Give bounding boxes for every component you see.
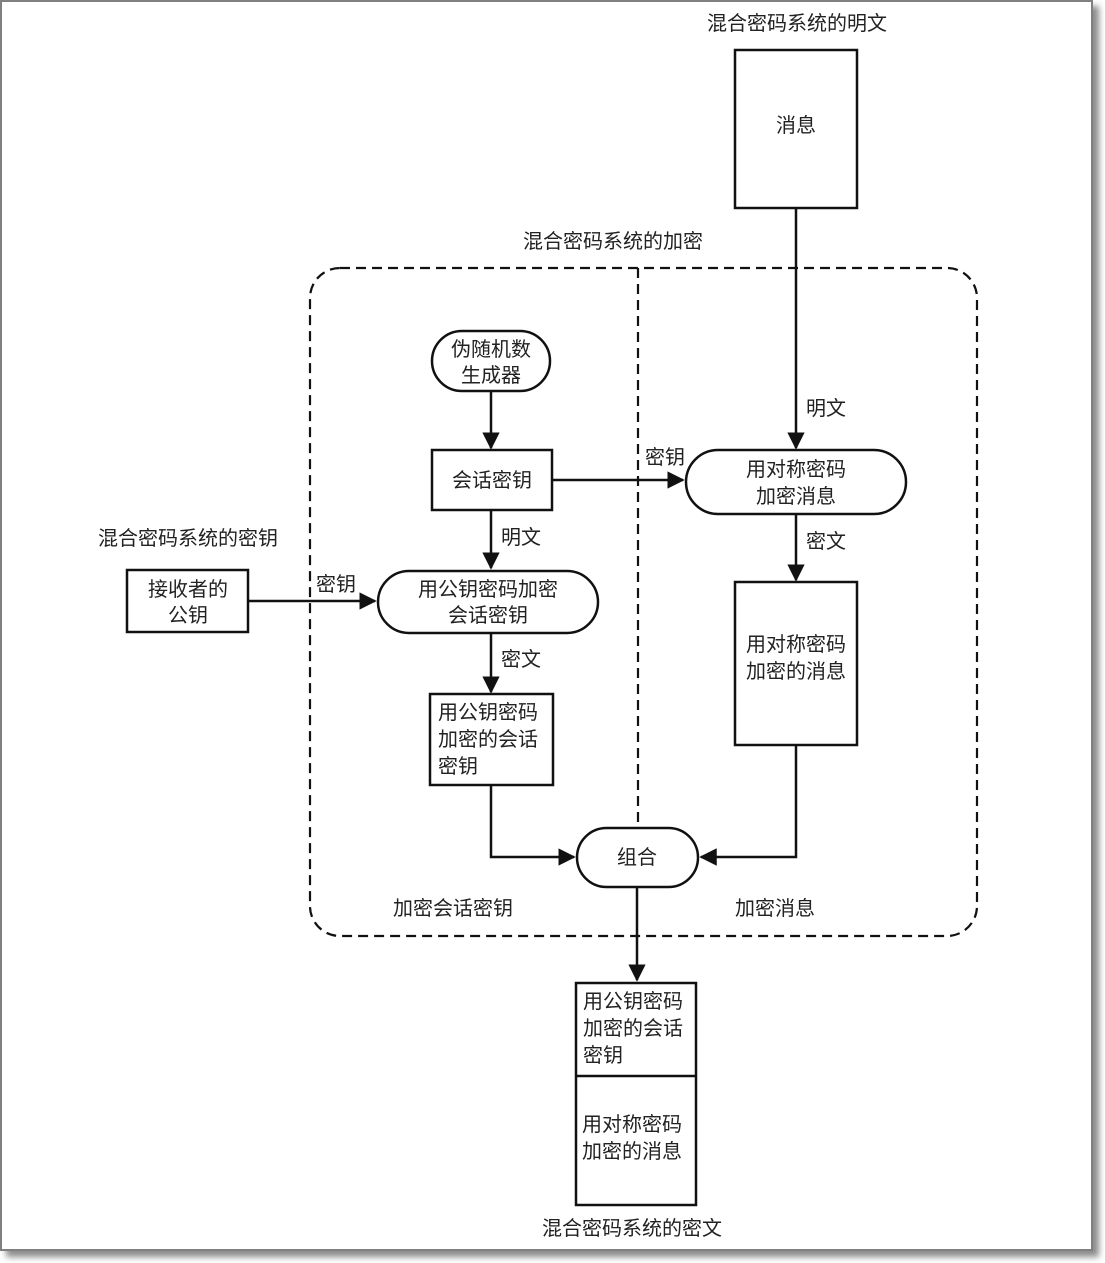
prng-label-line1: 伪随机数	[451, 337, 531, 361]
sym-encrypted-msg-box	[733, 580, 859, 747]
pub-encrypt-line1: 用公钥密码加密	[418, 577, 558, 601]
message-label: 消息	[776, 113, 816, 137]
receiver-pubkey-box	[125, 568, 250, 634]
edge-label-key-to-pub: 密钥	[316, 572, 356, 596]
pub-encrypt-line2: 会话密钥	[448, 603, 528, 627]
encryption-region-title: 混合密码系统的加密	[523, 229, 703, 253]
pub-encrypted-key-line3: 密钥	[438, 754, 478, 778]
arrow-key-to-combine	[489, 785, 576, 866]
output-box	[574, 981, 698, 1207]
edge-label-key-to-sym: 密钥	[645, 445, 685, 469]
combine-label: 组合	[617, 845, 657, 869]
sym-encrypted-msg-line1: 用对称密码	[746, 632, 846, 656]
edge-label-plaintext-left: 明文	[501, 525, 541, 549]
output-bottom-line1: 用对称密码	[582, 1112, 682, 1136]
sym-encrypt-line1: 用对称密码	[746, 457, 846, 481]
session-key-label: 会话密钥	[452, 468, 532, 492]
output-top-line3: 密钥	[583, 1043, 623, 1067]
prng-label-line2: 生成器	[461, 363, 521, 387]
sym-encrypted-msg-line2: 加密的消息	[746, 659, 846, 683]
region-label-right: 加密消息	[735, 896, 815, 920]
pub-encrypted-key-box	[428, 692, 555, 787]
edge-label-plaintext-right: 明文	[806, 396, 846, 420]
session-key-box	[430, 448, 554, 512]
plaintext-title: 混合密码系统的明文	[707, 11, 887, 35]
pub-encrypted-key-line1: 用公钥密码	[438, 700, 538, 724]
pub-encrypted-key-line2: 加密的会话	[438, 727, 538, 751]
region-label-left: 加密会话密钥	[393, 896, 513, 920]
output-bottom-line2: 加密的消息	[582, 1139, 682, 1163]
output-caption: 混合密码系统的密文	[542, 1216, 722, 1240]
sym-encrypt-line2: 加密消息	[756, 484, 836, 508]
key-section-title: 混合密码系统的密钥	[98, 526, 278, 550]
arrow-msg-to-combine	[699, 745, 798, 866]
receiver-pubkey-line2: 公钥	[168, 603, 208, 627]
message-box	[733, 48, 859, 210]
output-top-line2: 加密的会话	[583, 1016, 683, 1040]
output-top-line1: 用公钥密码	[583, 989, 683, 1013]
receiver-pubkey-line1: 接收者的	[148, 577, 228, 601]
edge-label-ciphertext-left: 密文	[501, 647, 541, 671]
pub-encrypt-node	[376, 569, 600, 635]
edge-label-ciphertext-right: 密文	[806, 529, 846, 553]
